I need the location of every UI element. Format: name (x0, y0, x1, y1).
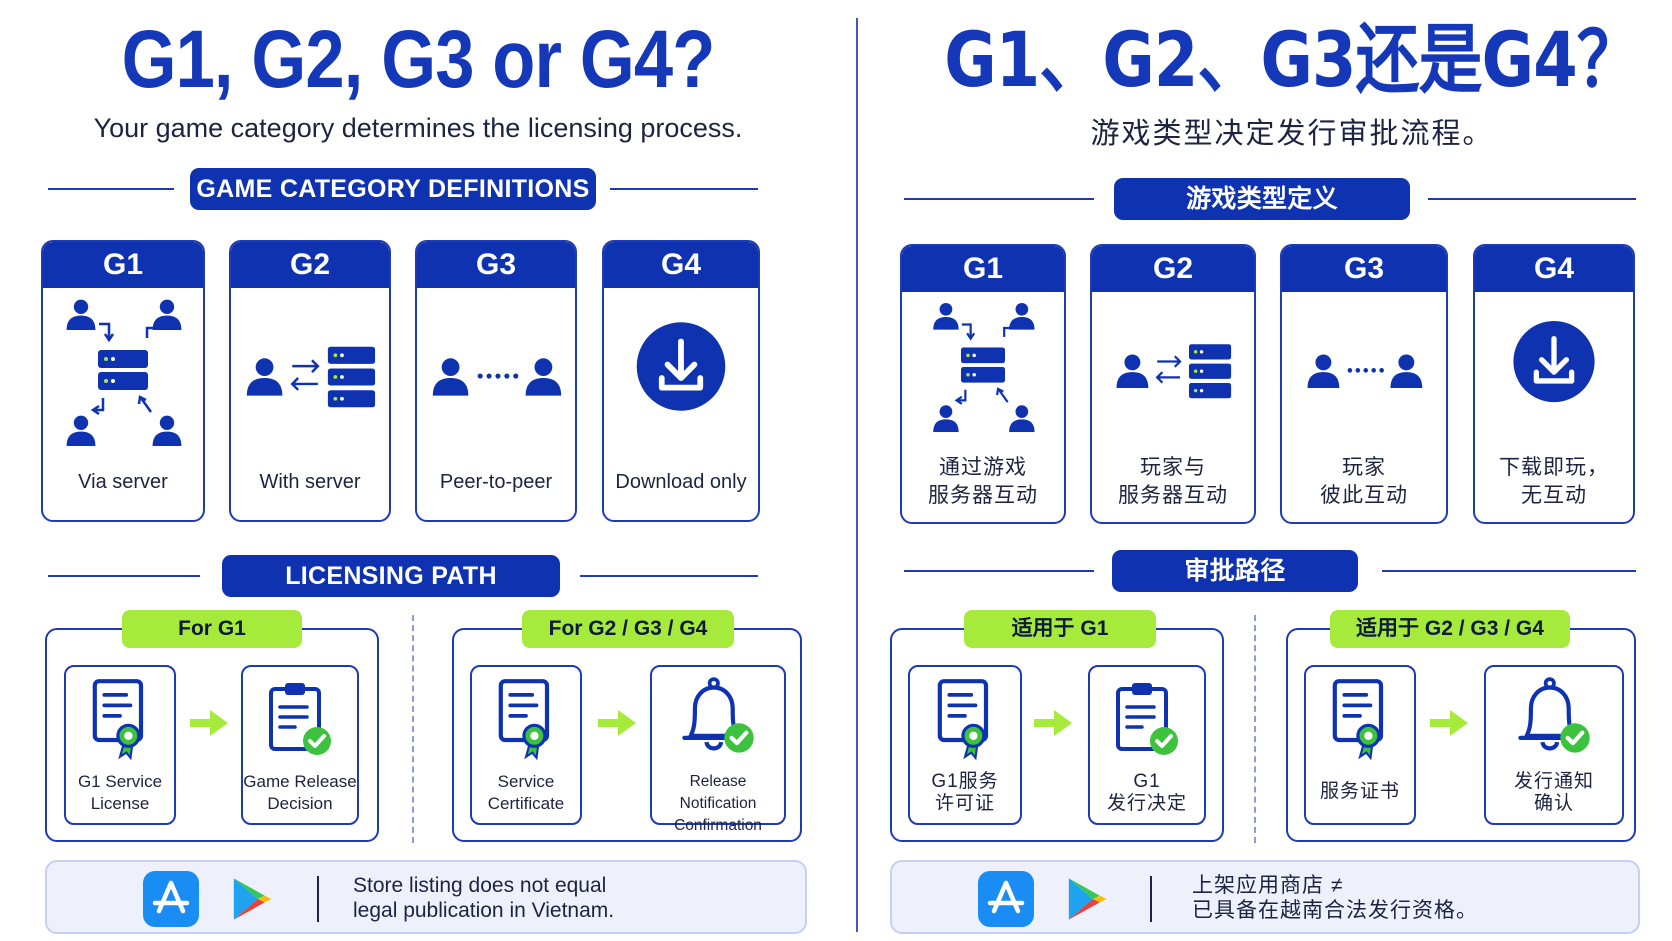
users-via-server-icon (902, 298, 1064, 448)
category-label: 玩家与服务器互动 (1118, 456, 1228, 507)
category-code: G3 (417, 242, 575, 288)
step-label: 发行通知确认 (1513, 771, 1594, 814)
definitions-heading: GAME CATEGORY DEFINITIONS (48, 168, 758, 210)
category-card-g3: G3 Peer-to-peer (415, 240, 577, 522)
bell-check-icon (676, 677, 760, 761)
page-subtitle-zh: 游戏类型决定发行审批流程。 (1090, 118, 1494, 150)
user-server-exchange-icon (1092, 298, 1254, 448)
clipboard-check-icon (265, 677, 335, 761)
download-icon (604, 294, 758, 464)
category-card-g2: G2 With server (229, 240, 391, 522)
category-code: G3 (1282, 246, 1446, 292)
user-server-exchange-icon (231, 294, 389, 464)
licensing-heading: LICENSING PATH (48, 555, 758, 597)
peer-to-peer-icon (417, 294, 575, 464)
category-label: 玩家彼此互动 (1320, 456, 1408, 507)
path-tag-g1: For G1 (122, 610, 302, 648)
step-release-notification-zh: 发行通知确认 (1484, 665, 1624, 825)
peer-to-peer-icon (1282, 298, 1446, 448)
page-title-zh: G1、G2、G3还是G4？ (944, 15, 1640, 104)
step-service-certificate-zh: 服务证书 (1304, 665, 1416, 825)
category-card-g4-zh: G4 下载即玩，无互动 (1473, 244, 1635, 524)
certificate-icon (933, 677, 997, 761)
page-subtitle: Your game category determines the licens… (93, 113, 743, 143)
category-label: With server (259, 471, 361, 493)
step-label: G1服务许可证 (931, 771, 999, 814)
category-card-g1: G1 Via server (41, 240, 205, 522)
category-card-g2-zh: G2 玩家与服务器互动 (1090, 244, 1256, 524)
category-label: Peer-to-peer (439, 471, 553, 493)
bell-check-icon (1512, 677, 1596, 761)
category-code: G2 (1092, 246, 1254, 292)
path-tag-g2-g4: For G2 / G3 / G4 (522, 610, 734, 648)
category-code: G4 (604, 242, 758, 288)
certificate-icon (1328, 677, 1392, 761)
panel-divider (856, 18, 858, 932)
category-code: G1 (902, 246, 1064, 292)
green-arrow-icon (598, 708, 638, 738)
google-play-icon (227, 871, 275, 927)
category-card-g3-zh: G3 玩家彼此互动 (1280, 244, 1448, 524)
green-arrow-icon (1430, 708, 1470, 738)
path-divider (412, 615, 414, 843)
clipboard-check-icon (1112, 677, 1182, 761)
category-code: G1 (43, 242, 203, 288)
category-card-g4: G4 Download only (602, 240, 760, 522)
google-play-icon (1062, 871, 1110, 927)
definitions-heading-label: GAME CATEGORY DEFINITIONS (190, 168, 596, 210)
category-code: G2 (231, 242, 389, 288)
path-tag-g2-g4-zh: 适用于 G2 / G3 / G4 (1330, 610, 1570, 648)
category-label: Download only (615, 471, 747, 493)
certificate-icon (494, 677, 558, 761)
app-store-icon (143, 871, 199, 927)
app-store-icon (978, 871, 1034, 927)
definitions-heading-zh: 游戏类型定义 (904, 178, 1636, 220)
download-icon (1475, 298, 1633, 448)
category-label: 通过游戏服务器互动 (928, 456, 1038, 507)
step-label: 服务证书 (1319, 781, 1400, 802)
english-panel: G1, G2, G3 or G4? Your game category det… (41, 14, 807, 934)
users-via-server-icon (43, 294, 203, 464)
green-arrow-icon (1034, 708, 1074, 738)
licensing-heading-zh: 审批路径 (904, 550, 1636, 592)
licensing-heading-label: LICENSING PATH (222, 555, 560, 597)
page-title: G1, G2, G3 or G4? (121, 14, 716, 105)
definitions-heading-label: 游戏类型定义 (1114, 178, 1410, 220)
certificate-icon (88, 677, 152, 761)
category-label: 下载即玩，无互动 (1499, 456, 1609, 507)
path-divider-zh (1254, 615, 1256, 843)
store-note-text: 上架应用商店 ≠已具备在越南合法发行资格。 (1192, 874, 1478, 922)
licensing-heading-label: 审批路径 (1112, 550, 1358, 592)
chinese-panel: G1、G2、G3还是G4？ 游戏类型决定发行审批流程。 游戏类型定义 G1 通过… (836, 0, 1672, 941)
step-g1-service-license-zh: G1服务许可证 (908, 665, 1022, 825)
category-label: Via server (78, 471, 168, 493)
path-tag-g1-zh: 适用于 G1 (964, 610, 1156, 648)
category-code: G4 (1475, 246, 1633, 292)
green-arrow-icon (190, 708, 230, 738)
category-card-g1-zh: G1 通过游戏服务器互动 (900, 244, 1066, 524)
store-note-zh: 上架应用商店 ≠已具备在越南合法发行资格。 (890, 860, 1640, 934)
